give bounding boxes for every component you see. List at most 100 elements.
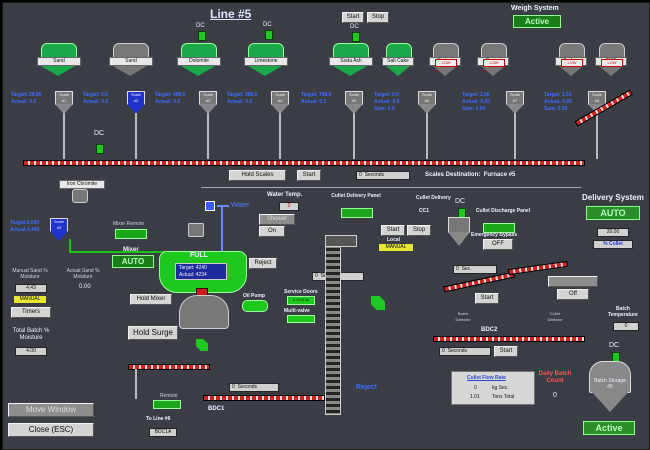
bdc2-start-button[interactable]: Start — [494, 346, 518, 357]
scale-target-value: 1.56 — [479, 92, 490, 98]
cc-belt — [443, 271, 515, 293]
weigh-system-status: Active — [513, 15, 561, 28]
remote-label: Remote — [160, 393, 178, 399]
scale-target: Target: 1.51 — [544, 92, 572, 98]
cc1-bin — [448, 217, 470, 246]
delivery-start-button[interactable]: Start — [381, 225, 405, 236]
scale-actual-label: Actual: — [83, 99, 100, 105]
dc-indicator — [352, 32, 360, 42]
delivery-value: 20.00 — [597, 228, 629, 237]
scale-actual-value: 0.0 — [101, 99, 109, 105]
scale-4: Scale#4 — [271, 91, 289, 114]
scale-9-actual: Actual:4.443 — [10, 227, 40, 233]
low-level-alarm: LOW — [561, 59, 583, 67]
delivery-stop-button[interactable]: Stop — [407, 225, 431, 236]
hold-mixer-button[interactable]: Hold Mixer — [130, 294, 172, 305]
remote-mode-button[interactable] — [548, 276, 598, 287]
multi-valve-indicator — [287, 315, 315, 323]
header-start-button[interactable]: Start — [342, 12, 364, 23]
scale-target: Target: 798.0 — [301, 92, 331, 98]
shower-button[interactable]: Shower — [259, 214, 295, 225]
timers-button[interactable]: Timers — [11, 307, 51, 318]
oil-pump-label: Oil Pump — [243, 293, 265, 299]
hold-surge-button[interactable]: Hold Surge — [128, 326, 178, 340]
scale-actual-label: Actual: — [227, 99, 244, 105]
actual-moisture-value: 0.00 — [79, 284, 91, 290]
reject-chute-icon — [371, 296, 385, 310]
scale-drop-pipe — [596, 113, 598, 159]
hopper-label: Soda Ash — [329, 57, 373, 66]
scale-9-name: Scale — [53, 219, 64, 224]
dc-indicator — [198, 31, 206, 41]
scale-target: Target: 498.5 — [155, 92, 185, 98]
belt-seconds-display: 0 Seconds — [356, 171, 410, 180]
scale-actual-label: Actual: — [301, 99, 318, 105]
batch-temperature-value: 0 — [613, 322, 639, 331]
to-line-label: To Line #6 — [146, 416, 171, 422]
chromite-pipe — [69, 251, 165, 253]
close-button[interactable]: Close (ESC) — [8, 423, 94, 437]
bdc2-label: BDC2 — [481, 327, 498, 333]
scale-target-value: 1.51 — [561, 92, 572, 98]
scale-num: #4 — [277, 98, 283, 103]
water-pipe — [221, 205, 223, 251]
batch-storage-label: Batch Storage #5 — [594, 378, 626, 390]
scale-sam-label: Sam: — [374, 106, 387, 112]
shower-on-button[interactable]: On — [259, 226, 285, 237]
emergency-off-button[interactable]: OFF — [483, 239, 513, 250]
hold-scales-button[interactable]: Hold Scales — [229, 170, 286, 181]
bdc1-label: BDC1 — [208, 406, 225, 412]
flow-total-value: 1.01 — [470, 394, 480, 400]
scale-target: Target: 0.0 — [83, 92, 108, 98]
bdc1a-label: BDC1A — [149, 428, 177, 437]
bdc1-seconds-display: 0 Seconds — [229, 383, 279, 392]
scale-target-label: Target: — [374, 92, 391, 98]
surge-hopper — [179, 295, 229, 329]
total-moisture-label: Total Batch % Moisture — [12, 328, 50, 341]
batch-storage-status: Active — [583, 421, 635, 435]
scale-num: #7 — [512, 98, 518, 103]
page-title: Line #5 — [210, 7, 252, 21]
mixer-full-label: FULL — [190, 252, 208, 259]
bdc1-seconds-label: Seconds — [237, 384, 258, 390]
iron-chromite-label: Iron Chromite — [59, 180, 105, 189]
scale-drop-pipe — [426, 113, 428, 159]
delivery-off-button[interactable]: Off — [557, 289, 589, 300]
flow-rate-value: 0 — [474, 385, 477, 391]
cc-start-button[interactable]: Start — [475, 293, 499, 304]
hopper-cone — [41, 66, 75, 76]
move-window-button[interactable]: Move Window — [8, 403, 94, 417]
oil-pump-icon — [242, 300, 268, 312]
scale-5: Scale#5 — [345, 91, 363, 114]
dc-label: DC — [350, 24, 359, 30]
water-temp-value: 0 — [279, 202, 299, 211]
belt-start-button[interactable]: Start — [297, 170, 321, 181]
scale-actual-value: 0.00 — [562, 99, 573, 105]
scale-1: Scale#1 — [55, 91, 73, 114]
scale-target-label: Target: — [227, 92, 244, 98]
mixer-reject-button[interactable]: Reject — [249, 258, 277, 269]
water-valve-icon[interactable] — [205, 201, 215, 211]
scale-drop-pipe — [514, 113, 516, 159]
total-moisture-value: 4.00 — [15, 347, 47, 356]
mixer-target: Target: 4240 — [179, 265, 207, 271]
scales-destination: Scales Destination: Furnace #5 — [425, 172, 515, 178]
scale-actual: Actual: 0.0 — [11, 99, 36, 105]
header-stop-button[interactable]: Stop — [367, 12, 389, 23]
scale-sam-value: 0.00 — [475, 106, 486, 112]
scale-actual: Actual: 0.00 — [462, 99, 490, 105]
elevator-cap — [325, 235, 357, 247]
delivery-system-status: AUTO — [586, 206, 640, 220]
scale-actual-value: 0.3 — [319, 99, 327, 105]
batch-detector-label: Batch Detector — [455, 311, 471, 322]
hopper-label: Dolomite — [177, 57, 221, 66]
low-level-alarm: LOW — [483, 59, 505, 67]
scale-name: Scale — [274, 92, 285, 97]
belt-seconds-value: 0 — [359, 172, 362, 178]
section-divider — [201, 187, 581, 188]
surge-chute-icon — [196, 339, 208, 351]
dc-label: DC — [94, 130, 105, 137]
multi-valve-label: Multi-valve — [284, 308, 310, 314]
scale-name: Scale — [421, 92, 432, 97]
hopper-cone — [386, 66, 410, 76]
